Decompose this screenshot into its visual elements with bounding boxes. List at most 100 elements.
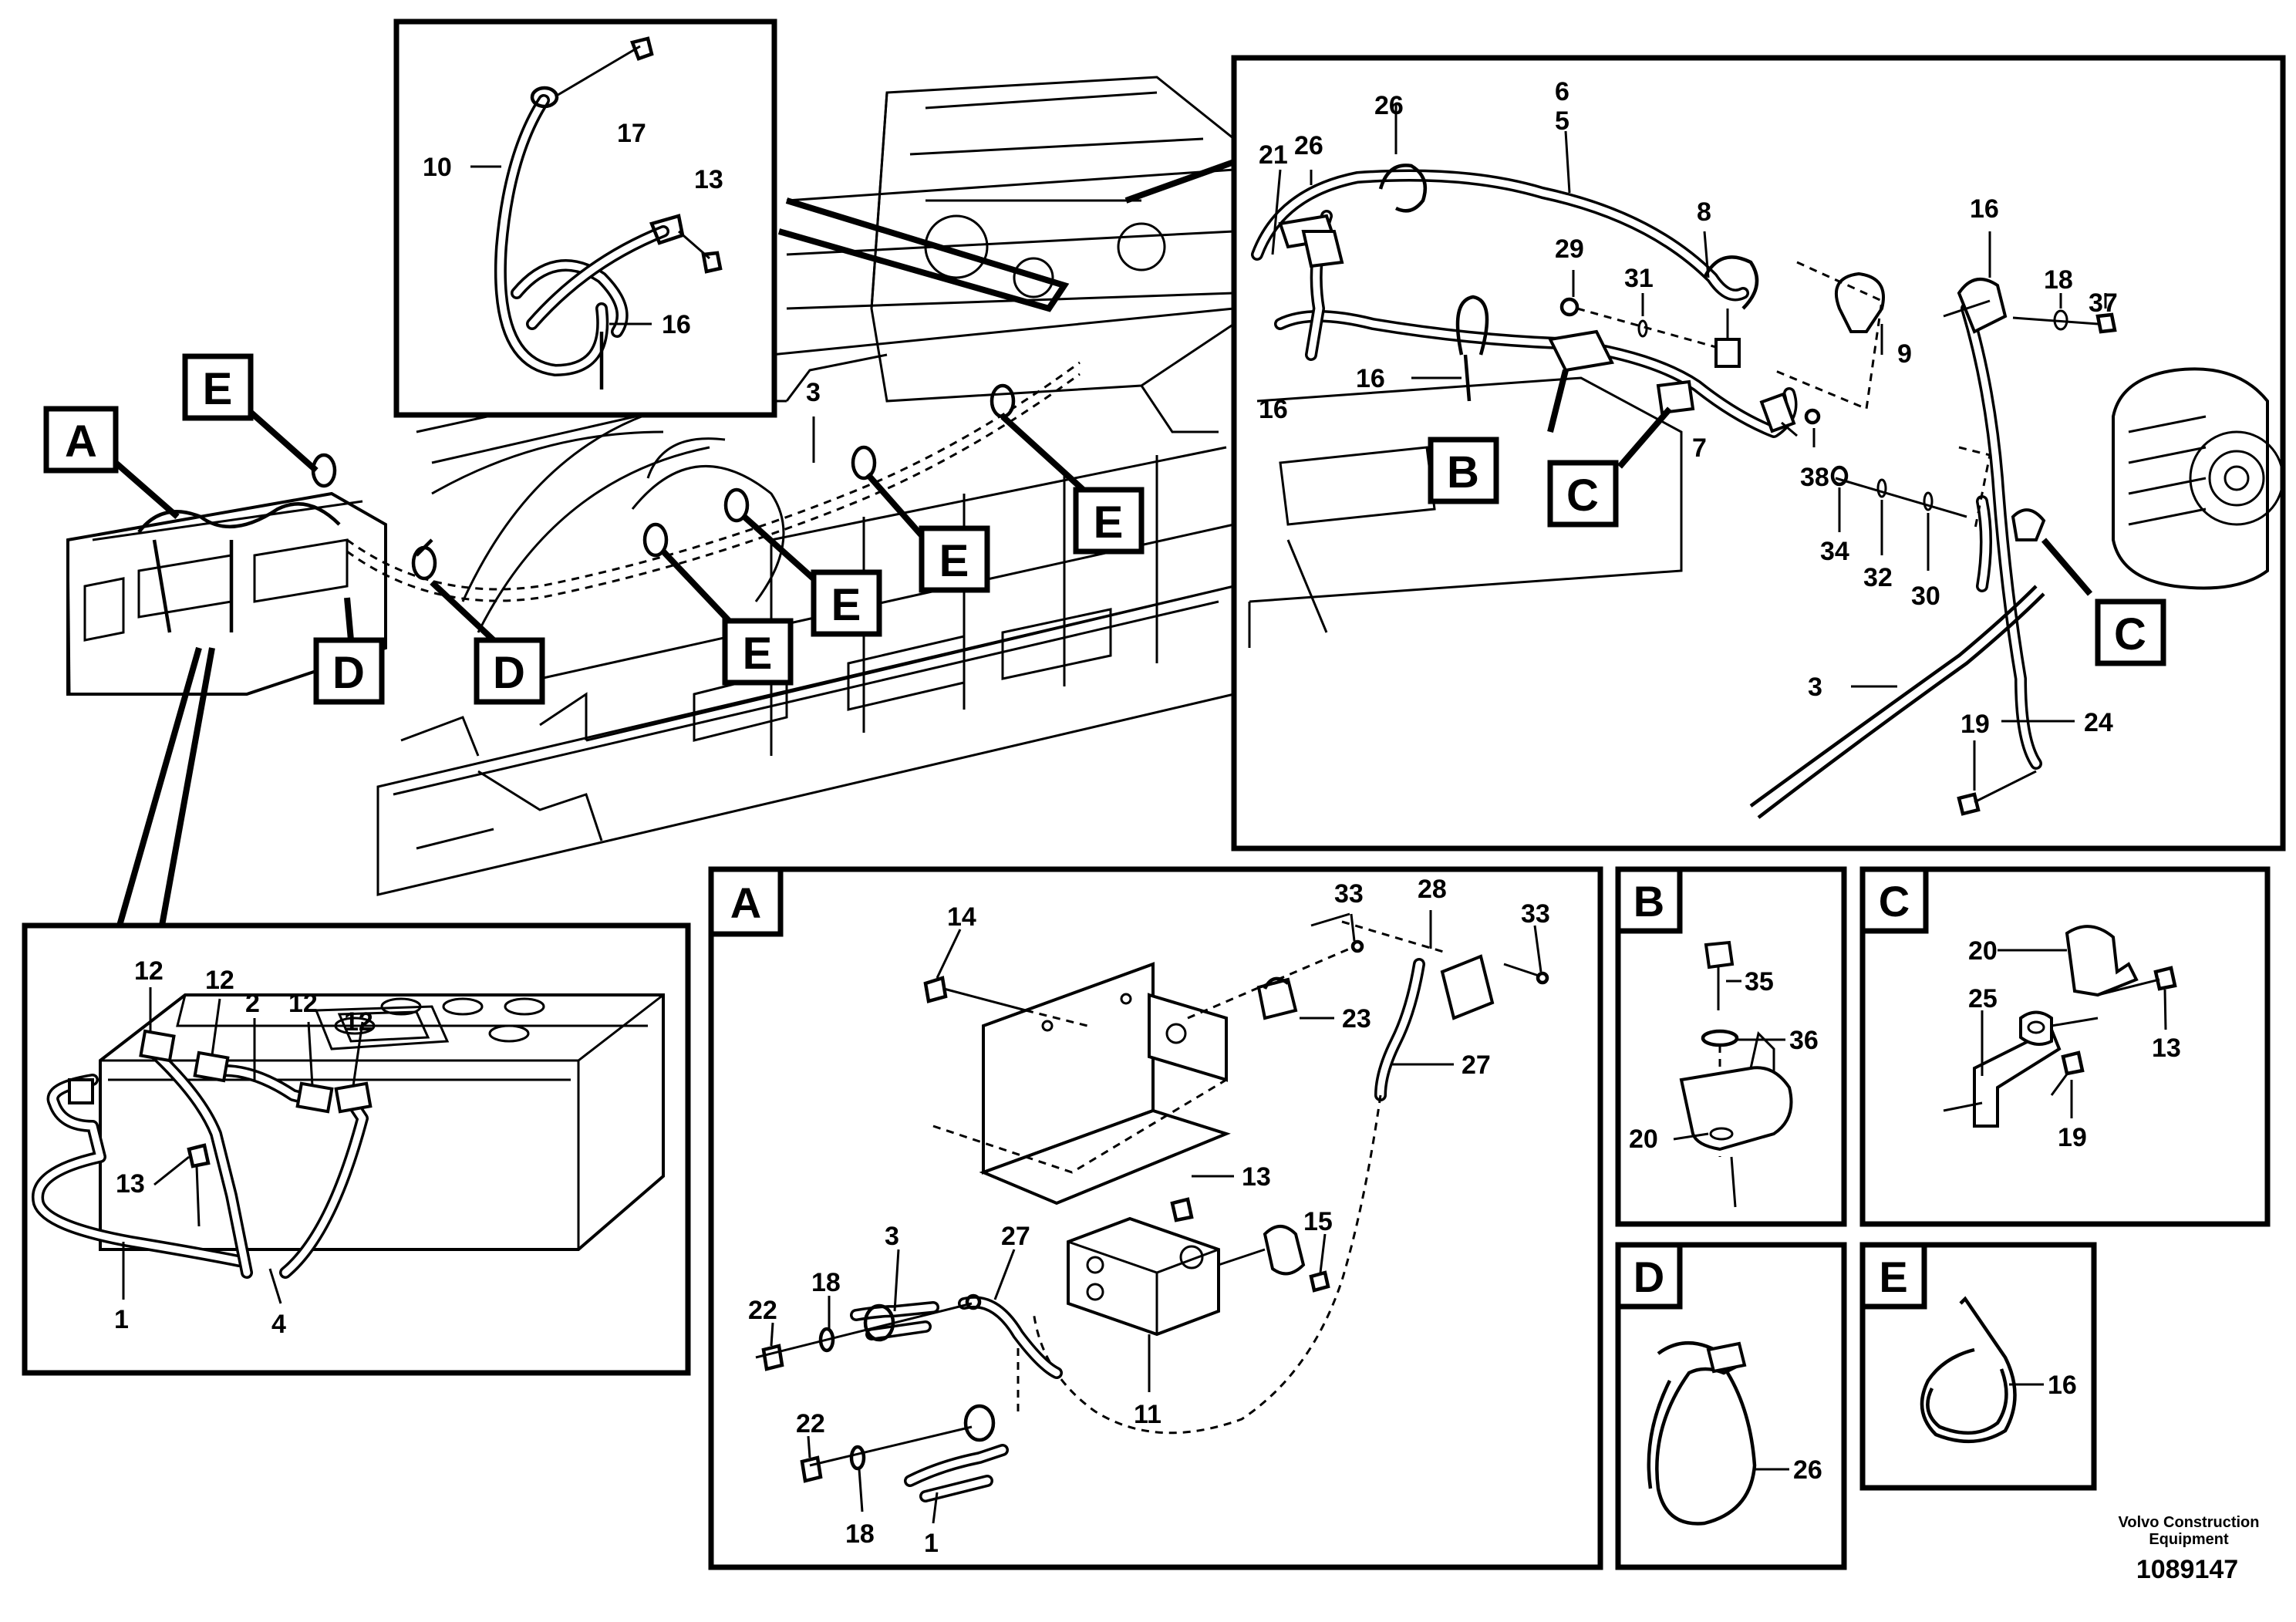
callout-18-b: 18 [845,1519,875,1549]
callout-4: 4 [271,1310,286,1339]
callout-3-a: 3 [885,1222,899,1251]
svg-text:E: E [743,629,773,679]
callout-11: 11 [1134,1400,1161,1429]
callout-18-alt: 18 [2044,265,2073,295]
overview-section: 3 A E E E E E D [43,76,1236,927]
callout-16-lower: 16 [1259,395,1288,424]
callout-37: 37 [2089,288,2118,318]
tag-e-overview-4: E [919,525,990,593]
detail-c-header: C [1879,877,1910,926]
overview-leaders [113,159,1236,927]
brand-line-1: Volvo Construction [2119,1514,2260,1531]
svg-text:C: C [1566,470,1599,521]
detail-e-header: E [1879,1253,1907,1301]
detail-a-header: A [730,878,761,927]
tag-e-overview-5: E [1073,487,1145,555]
callout-26-engine-b: 26 [1294,131,1323,160]
callout-12-a: 12 [134,956,164,986]
tag-e-overview-2: E [722,618,794,686]
callout-28: 28 [1418,875,1447,904]
svg-text:E: E [203,364,233,414]
callout-36: 36 [1789,1026,1819,1055]
callout-16-e: 16 [2048,1371,2077,1400]
callout-26-d: 26 [1793,1455,1822,1485]
callout-16-alt: 16 [1970,194,1999,224]
callout-12-c: 12 [288,989,318,1018]
detail-a: A [708,866,1603,1570]
callout-26-engine-a: 26 [1374,91,1404,120]
callout-31: 31 [1624,264,1654,293]
callout-20-b: 20 [1629,1125,1658,1154]
detail-d: D 26 [1615,1242,1847,1570]
callout-29: 29 [1555,234,1584,264]
callout-overview-3: 3 [806,378,821,407]
tag-e-overview-3: E [811,569,882,637]
callout-19-engine: 19 [1961,710,1990,739]
tag-d-overview-1: D [313,637,385,705]
svg-text:C: C [2114,609,2146,659]
callout-12-d: 12 [344,1007,373,1037]
detail-e: E 16 [1859,1242,2097,1491]
svg-text:E: E [831,580,861,630]
callout-13-a: 13 [1242,1162,1271,1192]
svg-text:E: E [939,536,969,586]
callout-6: 6 [1555,77,1569,106]
callout-3-engine: 3 [1808,673,1822,702]
callout-10: 10 [423,153,452,182]
svg-text:B: B [1447,447,1479,497]
tag-c-engine-2: C [2095,599,2166,666]
svg-text:A: A [65,416,97,467]
callout-17: 17 [617,119,646,148]
callout-16-top: 16 [662,310,691,339]
callout-38: 38 [1800,463,1829,492]
battery-detail: 12 12 2 12 12 13 1 4 [22,922,691,1376]
callout-15: 15 [1303,1207,1333,1236]
tag-d-overview-2: D [474,637,545,705]
tag-c-engine-1: C [1547,460,1619,528]
document-number: 1089147 [2136,1555,2238,1584]
callout-34: 34 [1820,537,1849,566]
callout-13-c: 13 [2152,1034,2181,1063]
callout-21: 21 [1259,140,1288,170]
detail-b-header: B [1633,877,1664,926]
callout-35: 35 [1745,967,1774,996]
callout-30: 30 [1911,582,1940,611]
callout-33-b: 33 [1521,899,1550,929]
detail-b: B 35 36 20 [1615,866,1847,1227]
callout-1-a: 1 [924,1529,939,1558]
callout-23: 23 [1342,1004,1371,1034]
callout-27-a: 27 [1462,1050,1491,1080]
callout-19-c: 19 [2058,1123,2087,1152]
svg-text:D: D [493,648,525,698]
tag-e-overview-1: E [182,353,254,421]
callout-20-c: 20 [1968,936,1998,966]
callout-13-battery: 13 [116,1169,145,1199]
callout-8: 8 [1697,197,1711,227]
callout-33-a: 33 [1334,879,1364,909]
detail-d-header: D [1633,1253,1664,1301]
callout-1-battery: 1 [114,1305,129,1334]
callout-27-b: 27 [1001,1222,1030,1251]
svg-text:E: E [1094,497,1124,548]
alternator [2112,367,2284,590]
callout-24: 24 [2084,708,2113,737]
top-inset: 10 17 13 16 [393,19,777,418]
callout-2: 2 [245,989,260,1018]
callout-12-b: 12 [205,966,234,995]
detail-c: C 20 25 13 19 [1859,866,2271,1227]
callout-25: 25 [1968,984,1998,1013]
svg-text:D: D [332,648,365,698]
callout-9: 9 [1897,339,1912,369]
footer: Volvo Construction Equipment 1089147 [2119,1514,2260,1584]
callout-18-a: 18 [811,1268,841,1297]
callout-13-top: 13 [694,165,723,194]
callout-16-engine: 16 [1356,364,1385,393]
callout-22-a: 22 [748,1296,777,1325]
callout-5: 5 [1555,106,1569,136]
tag-b-engine: B [1428,437,1499,504]
tag-a-overview: A [43,406,119,474]
callout-22-b: 22 [796,1409,825,1438]
callout-7: 7 [1692,433,1707,463]
brand-line-2: Equipment [2149,1531,2229,1548]
